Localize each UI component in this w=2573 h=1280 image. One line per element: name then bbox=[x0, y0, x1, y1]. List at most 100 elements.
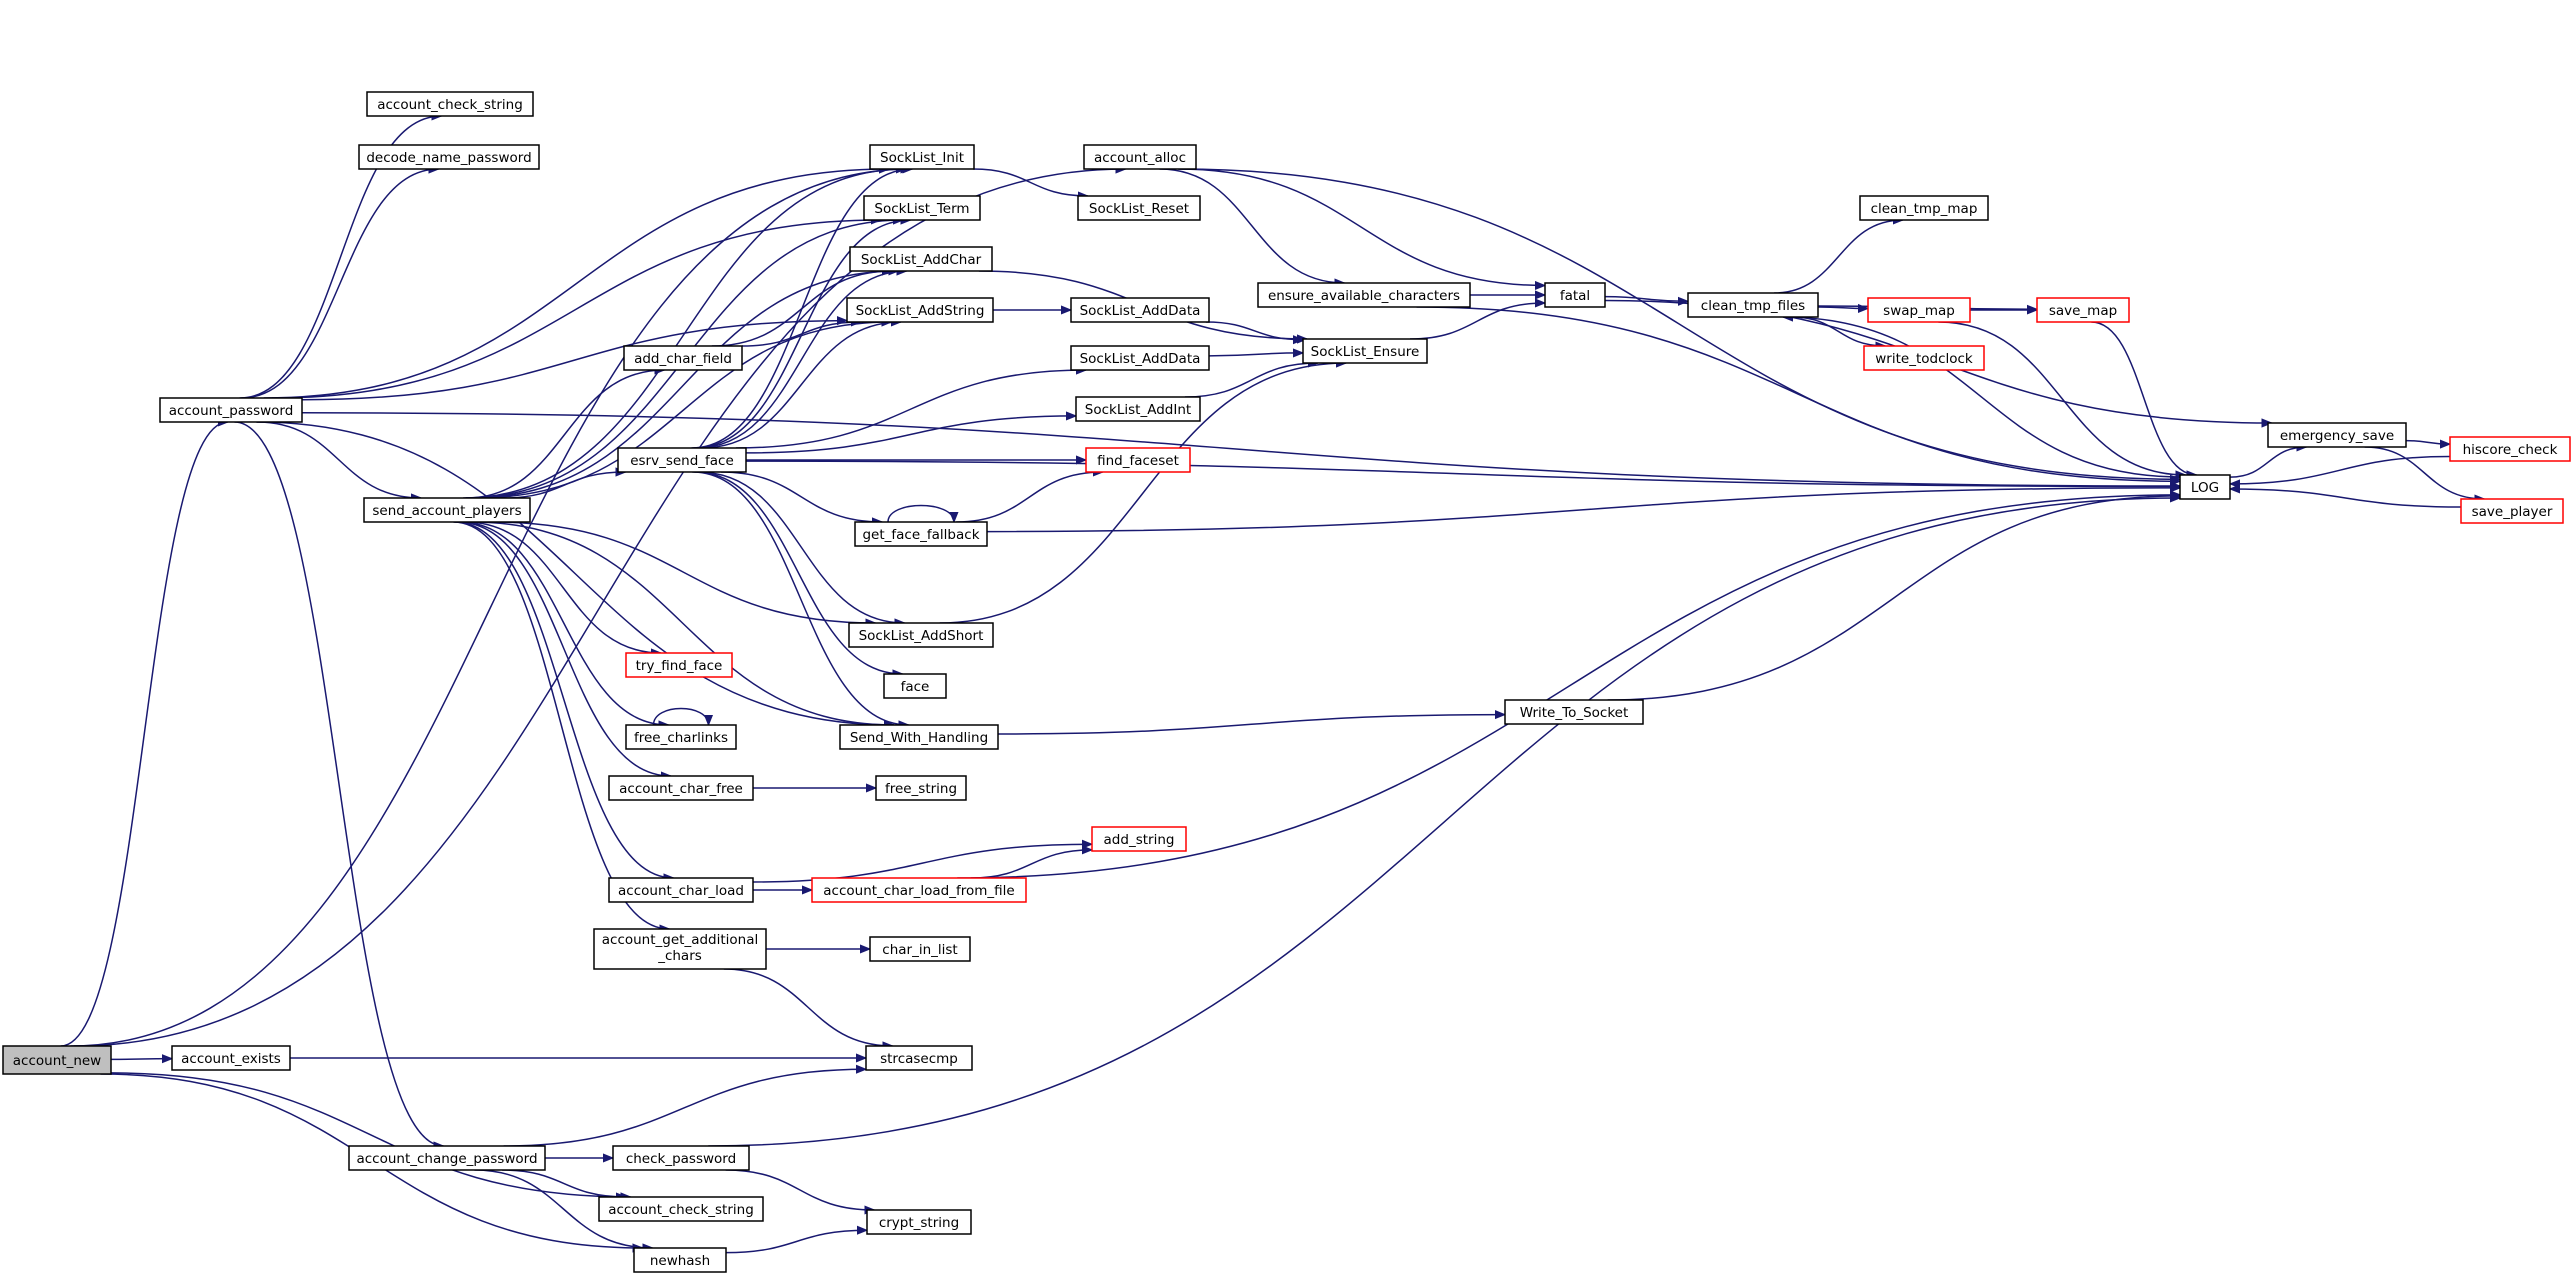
edge-fatal-to-clean_tmp_files bbox=[1604, 295, 1688, 302]
node-box bbox=[1070, 345, 1210, 371]
node-add-char-field[interactable]: add_char_field bbox=[623, 345, 743, 371]
node-account-char-load[interactable]: account_char_load bbox=[608, 877, 754, 903]
node-label: SockList_Ensure bbox=[1311, 344, 1420, 360]
edge-check_password-to-LOG bbox=[708, 498, 2180, 1147]
node-label: save_player bbox=[2472, 504, 2553, 520]
node-label: free_string bbox=[885, 781, 957, 797]
node-box bbox=[863, 195, 981, 221]
node-decode-name-password[interactable]: decode_name_password bbox=[358, 144, 540, 170]
node-hiscore-check[interactable]: hiscore_check bbox=[2449, 436, 2571, 462]
node-save-map[interactable]: save_map bbox=[2036, 297, 2130, 323]
node-account-char-free[interactable]: account_char_free bbox=[608, 775, 754, 801]
node-box bbox=[366, 91, 534, 117]
node-write-todclock[interactable]: write_todclock bbox=[1863, 345, 1985, 371]
node-clean-tmp-map[interactable]: clean_tmp_map bbox=[1859, 195, 1989, 221]
node-label: crypt_string bbox=[879, 1215, 959, 1231]
node-socklist-ensure[interactable]: SockList_Ensure bbox=[1302, 338, 1428, 364]
node-char-in-list[interactable]: char_in_list bbox=[869, 936, 971, 962]
node-add-string[interactable]: add_string bbox=[1091, 826, 1187, 852]
node-box bbox=[348, 1145, 546, 1171]
node-socklist-addchar[interactable]: SockList_AddChar bbox=[849, 246, 993, 272]
edge-LOG-to-clean_tmp_files bbox=[1783, 317, 2181, 478]
edge-send_account_players-to-try_find_face bbox=[464, 521, 661, 653]
edge-SockList_AddShort-to-SockList_Ensure bbox=[939, 363, 1346, 624]
node-fatal[interactable]: fatal bbox=[1544, 282, 1606, 308]
node-label: account_password bbox=[169, 403, 294, 419]
node-account-change-password[interactable]: account_change_password bbox=[348, 1145, 546, 1171]
node-get-face-fallback[interactable]: get_face_fallback bbox=[854, 521, 988, 547]
node-account-exists[interactable]: account_exists bbox=[171, 1045, 291, 1071]
node-label: hiscore_check bbox=[2463, 442, 2558, 458]
node-socklist-init[interactable]: SockList_Init bbox=[869, 144, 975, 170]
node-crypt-string[interactable]: crypt_string bbox=[866, 1209, 972, 1235]
node-swap-map[interactable]: swap_map bbox=[1867, 297, 1971, 323]
node-account-alloc[interactable]: account_alloc bbox=[1083, 144, 1197, 170]
edge-get_face_fallback-to-LOG bbox=[986, 488, 2180, 533]
node-newhash[interactable]: newhash bbox=[633, 1247, 727, 1273]
node-check-password[interactable]: check_password bbox=[612, 1145, 750, 1171]
node-label: SockList_Init bbox=[880, 150, 964, 166]
node-save-player[interactable]: save_player bbox=[2460, 498, 2564, 524]
node-label: SockList_AddData bbox=[1080, 303, 1201, 319]
node-send-account-players[interactable]: send_account_players bbox=[363, 497, 531, 523]
node-account-get-additional-chars[interactable]: account_get_additional_chars bbox=[593, 928, 767, 970]
node-clean-tmp-files[interactable]: clean_tmp_files bbox=[1687, 292, 1819, 318]
node-account-password[interactable]: account_password bbox=[159, 397, 303, 423]
node-account-new[interactable]: account_new bbox=[2, 1045, 112, 1075]
edge-account_password-to-account_change_password bbox=[234, 421, 443, 1146]
edge-esrv_send_face-to-SockList_Term bbox=[693, 220, 910, 449]
node-account-char-load-from-file[interactable]: account_char_load_from_file bbox=[811, 877, 1027, 903]
node-free-string[interactable]: free_string bbox=[875, 775, 967, 801]
node-label: account_check_string bbox=[608, 1202, 754, 1218]
edge-esrv_send_face-to-SockList_AddShort bbox=[698, 471, 904, 623]
node-label: account_alloc bbox=[1094, 150, 1186, 166]
node-emergency-save[interactable]: emergency_save bbox=[2267, 422, 2407, 448]
node-face[interactable]: face bbox=[883, 673, 947, 699]
node-label: add_string bbox=[1104, 832, 1175, 848]
node-label: strcasecmp bbox=[880, 1051, 958, 1067]
node-strcasecmp[interactable]: strcasecmp bbox=[865, 1045, 973, 1071]
edge-account_password-to-send_account_players bbox=[256, 421, 421, 498]
node-label: account_char_free bbox=[619, 781, 743, 797]
edge-SockList_Init-to-SockList_Reset bbox=[973, 168, 1088, 196]
node-box bbox=[358, 144, 540, 170]
node-socklist-adddata-2[interactable]: SockList_AddData bbox=[1070, 345, 1210, 371]
edge-account_get_additional_chars-to-strcasecmp bbox=[723, 968, 893, 1046]
node-label: newhash bbox=[650, 1253, 710, 1269]
edge-free_charlinks-to-free_charlinks bbox=[652, 707, 709, 726]
node-box bbox=[612, 1145, 750, 1171]
node-esrv-send-face[interactable]: esrv_send_face bbox=[617, 447, 747, 473]
node-box bbox=[2449, 436, 2571, 462]
edge-send_account_players-to-account_char_free bbox=[457, 521, 671, 776]
edge-SockList_Ensure-to-fatal bbox=[1409, 303, 1545, 340]
node-socklist-addshort[interactable]: SockList_AddShort bbox=[848, 622, 994, 648]
node-socklist-term[interactable]: SockList_Term bbox=[863, 195, 981, 221]
edge-save_map-to-LOG bbox=[2091, 321, 2196, 475]
node-socklist-adddata-1[interactable]: SockList_AddData bbox=[1070, 297, 1210, 323]
node-write-to-socket[interactable]: Write_To_Socket bbox=[1504, 699, 1644, 725]
node-find-faceset[interactable]: find_faceset bbox=[1085, 447, 1191, 473]
node-label: SockList_AddString bbox=[856, 303, 985, 319]
node-socklist-addstring[interactable]: SockList_AddString bbox=[846, 297, 994, 323]
node-box bbox=[598, 1196, 764, 1222]
edge-account_new-to-SockList_Init bbox=[70, 169, 910, 1047]
node-ensure-available-characters[interactable]: ensure_available_characters bbox=[1257, 282, 1471, 308]
node-socklist-addint[interactable]: SockList_AddInt bbox=[1075, 396, 1201, 422]
node-log[interactable]: LOG bbox=[2179, 474, 2231, 500]
node-free-charlinks[interactable]: free_charlinks bbox=[625, 724, 737, 750]
node-label: account_change_password bbox=[356, 1151, 537, 1167]
node-box bbox=[2, 1045, 112, 1075]
node-label: account_char_load bbox=[618, 883, 744, 899]
node-send-with-handling[interactable]: Send_With_Handling bbox=[839, 724, 999, 750]
edge-account_new-to-account_check_string_bottom bbox=[110, 1072, 631, 1197]
node-account-check-string-top[interactable]: account_check_string bbox=[366, 91, 534, 117]
node-box bbox=[854, 521, 988, 547]
edge-get_face_fallback-to-find_faceset bbox=[956, 472, 1103, 523]
node-account-check-string-bottom[interactable]: account_check_string bbox=[598, 1196, 764, 1222]
edge-esrv_send_face-to-SockList_AddString bbox=[701, 322, 901, 449]
node-label: account_char_load_from_file bbox=[823, 883, 1014, 899]
node-label: decode_name_password bbox=[366, 150, 531, 166]
node-socklist-reset[interactable]: SockList_Reset bbox=[1077, 195, 1201, 221]
node-try-find-face[interactable]: try_find_face bbox=[625, 652, 733, 678]
